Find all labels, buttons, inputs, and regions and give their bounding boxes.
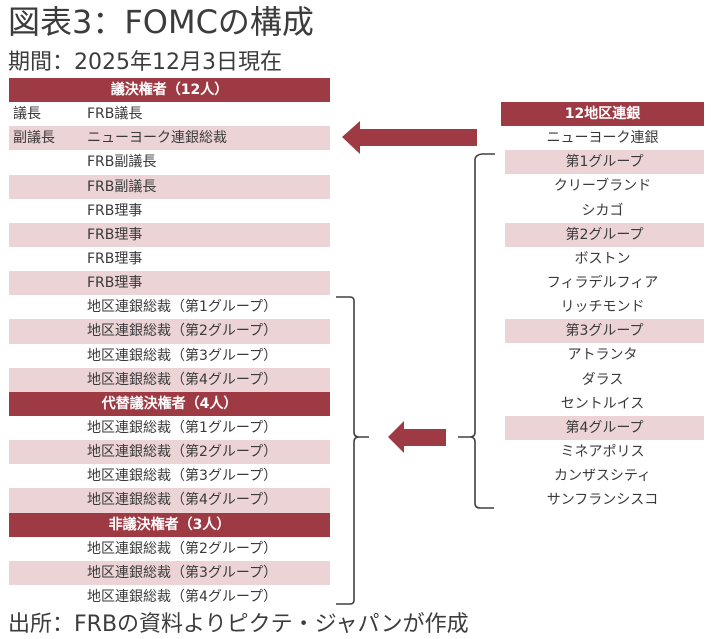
member-label: 地区連銀総裁（第4グループ） (87, 492, 278, 509)
section-header: 代替議決権者（4人） (9, 391, 330, 416)
arrow-left-icon (342, 121, 477, 154)
member-label: 地区連銀総裁（第4グループ） (87, 588, 278, 605)
member-label: 地区連銀総裁（第3グループ） (87, 347, 278, 364)
role-label: 議長 (13, 106, 41, 123)
figure-source: 出所：FRBの資料よりピクテ・ジャパンが作成 (8, 612, 469, 637)
member-label: FRB理事 (87, 275, 143, 292)
table-row: FRB副議長 (9, 174, 330, 199)
member-label: 地区連銀総裁（第1グループ） (87, 299, 278, 316)
regional-banks-header: 12地区連銀 (501, 102, 704, 127)
bank-row: カンザスシティ (553, 468, 652, 485)
member-label: FRB副議長 (87, 154, 157, 171)
member-label: 地区連銀総裁（第3グループ） (87, 564, 278, 581)
section-header: 非議決権者（3人） (9, 512, 330, 537)
bank-row: シカゴ (581, 202, 624, 219)
regional-banks-table: 12地区連銀 ニューヨーク連銀第1グループクリーブランドシカゴ第2グループボスト… (501, 102, 704, 512)
member-label: FRB理事 (87, 202, 143, 219)
right-brace-icon (458, 153, 495, 509)
member-label: 地区連銀総裁（第2グループ） (87, 444, 278, 461)
bank-row: アトランタ (567, 347, 638, 364)
table-row: 地区連銀総裁（第2グループ） (9, 319, 330, 344)
bank-row: クリーブランド (553, 178, 652, 195)
table-row: 地区連銀総裁（第1グループ） (9, 295, 330, 319)
table-row: 地区連銀総裁（第2グループ） (9, 537, 330, 561)
table-row: 地区連銀総裁（第4グループ） (9, 585, 330, 609)
table-row: 地区連銀総裁（第3グループ） (9, 560, 330, 585)
member-label: FRB理事 (87, 250, 143, 267)
role-label: 副議長 (13, 130, 55, 147)
table-row: FRB理事 (9, 247, 330, 271)
member-label: 地区連銀総裁（第3グループ） (87, 468, 278, 485)
bank-row: サンフランシスコ (546, 492, 659, 509)
member-label: 地区連銀総裁（第1グループ） (87, 419, 278, 436)
table-row: 議長 FRB議長 (9, 102, 330, 126)
table-row: 副議長 ニューヨーク連銀総裁 (9, 126, 330, 151)
figure-subtitle: 期間：2025年12月3日現在 (8, 50, 282, 75)
bank-row: ダラス (581, 371, 624, 388)
table-row: FRB理事 (9, 199, 330, 223)
group-row: 第1グループ (505, 150, 704, 175)
group-row: 第3グループ (505, 319, 704, 344)
bank-row: セントルイス (560, 395, 645, 412)
bank-row: ミネアポリス (560, 443, 645, 460)
section-header: 議決権者（12人） (9, 78, 330, 103)
table-row: FRB理事 (9, 271, 330, 296)
figure-title: 図表3：FOMCの構成 (8, 3, 314, 41)
member-label: FRB理事 (87, 226, 143, 243)
bank-row: ニューヨーク連銀 (546, 130, 659, 147)
member-label: 地区連銀総裁（第2グループ） (87, 323, 278, 340)
member-label: ニューヨーク連銀総裁 (87, 130, 227, 147)
table-row: 地区連銀総裁（第4グループ） (9, 367, 330, 392)
table-row: 地区連銀総裁（第3グループ） (9, 464, 330, 488)
table-row: 地区連銀総裁（第2グループ） (9, 440, 330, 465)
bank-row: ボストン (574, 250, 631, 267)
table-row: FRB副議長 (9, 150, 330, 174)
left-brace-icon (336, 296, 369, 605)
table-row: 地区連銀総裁（第4グループ） (9, 488, 330, 513)
table-row: FRB理事 (9, 222, 330, 247)
member-label: FRB議長 (87, 106, 143, 123)
group-row: 第4グループ (505, 415, 704, 440)
arrow-left-icon (388, 421, 446, 453)
group-row: 第2グループ (505, 222, 704, 247)
bank-row: リッチモンド (560, 299, 645, 316)
table-row: 地区連銀総裁（第3グループ） (9, 344, 330, 368)
member-label: 地区連銀総裁（第4グループ） (87, 371, 278, 388)
member-label: 地区連銀総裁（第2グループ） (87, 540, 278, 557)
fomc-members-table: 議決権者（12人） 議長 FRB議長副議長 ニューヨーク連銀総裁 FRB副議長 FRB副議… (9, 78, 330, 609)
bank-row: フィラデルフィア (546, 274, 659, 291)
member-label: FRB副議長 (87, 178, 157, 195)
table-row: 地区連銀総裁（第1グループ） (9, 416, 330, 440)
